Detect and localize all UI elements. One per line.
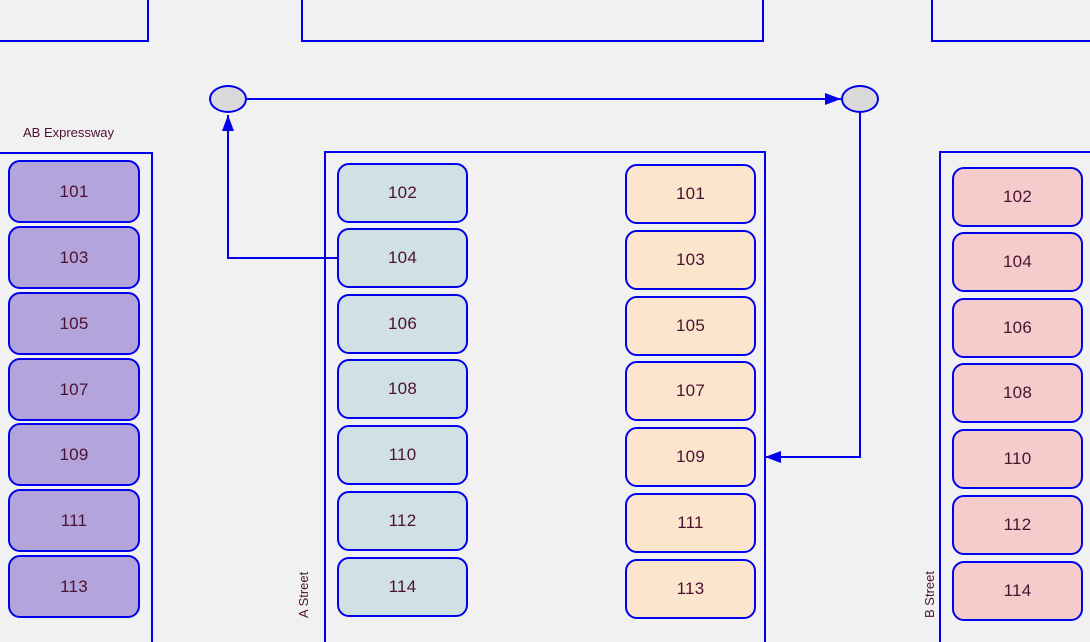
edge-a104-to-junction-left	[222, 115, 337, 259]
node-mid-109[interactable]: 109	[625, 427, 756, 487]
node-b-114[interactable]: 114	[952, 561, 1083, 621]
node-a-112[interactable]: 112	[337, 491, 468, 551]
lane-title-ab-expressway: AB Expressway	[23, 125, 115, 140]
node-b-112[interactable]: 112	[952, 495, 1083, 555]
node-ab-111[interactable]: 111	[8, 489, 140, 552]
node-a-108[interactable]: 108	[337, 359, 468, 419]
node-ab-107[interactable]: 107	[8, 358, 140, 421]
top-frame-middle	[301, 0, 764, 42]
node-ab-103[interactable]: 103	[8, 226, 140, 289]
node-ab-109[interactable]: 109	[8, 423, 140, 486]
node-a-110[interactable]: 110	[337, 425, 468, 485]
junction-right[interactable]	[841, 85, 879, 113]
node-mid-113[interactable]: 113	[625, 559, 756, 619]
node-mid-111[interactable]: 111	[625, 493, 756, 553]
lane-frame-ab-expressway	[0, 152, 153, 642]
node-b-102[interactable]: 102	[952, 167, 1083, 227]
lane-frame-b-street	[939, 151, 1090, 642]
node-b-106[interactable]: 106	[952, 298, 1083, 358]
node-b-104[interactable]: 104	[952, 232, 1083, 292]
top-frame-right	[931, 0, 1090, 42]
node-mid-107[interactable]: 107	[625, 361, 756, 421]
junction-left[interactable]	[209, 85, 247, 113]
node-mid-105[interactable]: 105	[625, 296, 756, 356]
node-ab-113[interactable]: 113	[8, 555, 140, 618]
node-ab-101[interactable]: 101	[8, 160, 140, 223]
node-a-102[interactable]: 102	[337, 163, 468, 223]
node-a-106[interactable]: 106	[337, 294, 468, 354]
lane-title-b-street: B Street	[922, 571, 937, 618]
node-b-110[interactable]: 110	[952, 429, 1083, 489]
node-a-114[interactable]: 114	[337, 557, 468, 617]
edge-junction-right-to-mid109	[765, 113, 861, 463]
node-mid-101[interactable]: 101	[625, 164, 756, 224]
node-a-104[interactable]: 104	[337, 228, 468, 288]
node-mid-103[interactable]: 103	[625, 230, 756, 290]
lane-title-a-street: A Street	[296, 571, 311, 618]
node-ab-105[interactable]: 105	[8, 292, 140, 355]
top-frame-left	[0, 0, 149, 42]
node-b-108[interactable]: 108	[952, 363, 1083, 423]
